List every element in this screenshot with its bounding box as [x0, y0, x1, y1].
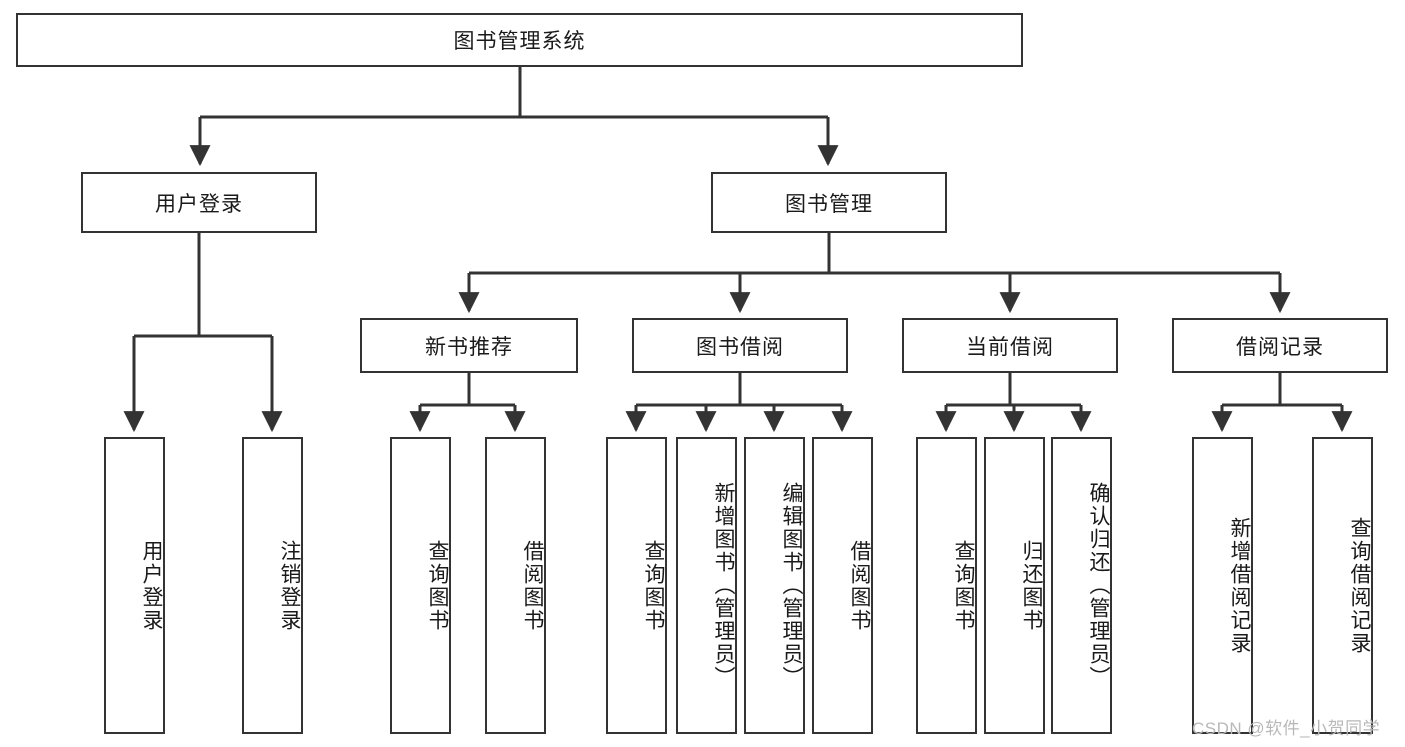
node-book-management-label: 图书管理	[785, 192, 873, 216]
leaf-label: 用户登录	[140, 539, 163, 632]
leaf-logout[interactable]: 注销登录	[242, 437, 303, 734]
leaf-label: 借阅图书	[848, 539, 871, 632]
node-book-borrow-label: 图书借阅	[696, 335, 784, 359]
leaf-edit-book-admin[interactable]: 编辑图书（管理员）	[744, 437, 805, 734]
leaf-user-login[interactable]: 用户登录	[104, 437, 165, 734]
leaf-return-book[interactable]: 归还图书	[984, 437, 1045, 734]
node-book-management[interactable]: 图书管理	[711, 172, 947, 233]
node-borrow-records-label: 借阅记录	[1236, 335, 1324, 359]
node-root[interactable]: 图书管理系统	[16, 13, 1023, 67]
node-user-login[interactable]: 用户登录	[81, 172, 317, 233]
leaf-label: 查询图书	[642, 539, 665, 632]
leaf-label: 确认归还（管理员）	[1087, 482, 1110, 689]
node-borrow-records[interactable]: 借阅记录	[1172, 318, 1388, 373]
leaf-label: 查询图书	[426, 539, 449, 632]
node-root-label: 图书管理系统	[453, 30, 586, 53]
leaf-add-borrow-record[interactable]: 新增借阅记录	[1192, 437, 1253, 734]
leaf-query-book-recommend[interactable]: 查询图书	[390, 437, 451, 734]
node-current-borrow[interactable]: 当前借阅	[902, 318, 1118, 373]
leaf-borrow-book[interactable]: 借阅图书	[812, 437, 873, 734]
leaf-label: 新增借阅记录	[1228, 516, 1251, 655]
leaf-confirm-return-admin[interactable]: 确认归还（管理员）	[1051, 437, 1112, 734]
leaf-label: 新增图书（管理员）	[712, 482, 735, 689]
leaf-label: 借阅图书	[521, 539, 544, 632]
csdn-watermark: CSDN @软件_小贺同学	[1192, 719, 1381, 738]
node-book-borrow[interactable]: 图书借阅	[632, 318, 848, 373]
leaf-query-book-current[interactable]: 查询图书	[916, 437, 977, 734]
leaf-label: 编辑图书（管理员）	[780, 482, 803, 689]
node-current-borrow-label: 当前借阅	[966, 335, 1054, 359]
leaf-borrow-book-recommend[interactable]: 借阅图书	[485, 437, 546, 734]
leaf-label: 查询图书	[952, 539, 975, 632]
node-new-book-recommend[interactable]: 新书推荐	[360, 318, 578, 373]
leaf-query-borrow-record[interactable]: 查询借阅记录	[1312, 437, 1373, 734]
leaf-query-book-borrow[interactable]: 查询图书	[606, 437, 667, 734]
node-new-book-recommend-label: 新书推荐	[425, 335, 513, 359]
node-user-login-label: 用户登录	[155, 192, 243, 216]
leaf-label: 查询借阅记录	[1348, 516, 1371, 655]
leaf-add-book-admin[interactable]: 新增图书（管理员）	[676, 437, 737, 734]
leaf-label: 注销登录	[278, 539, 301, 632]
leaf-label: 归还图书	[1020, 539, 1043, 632]
